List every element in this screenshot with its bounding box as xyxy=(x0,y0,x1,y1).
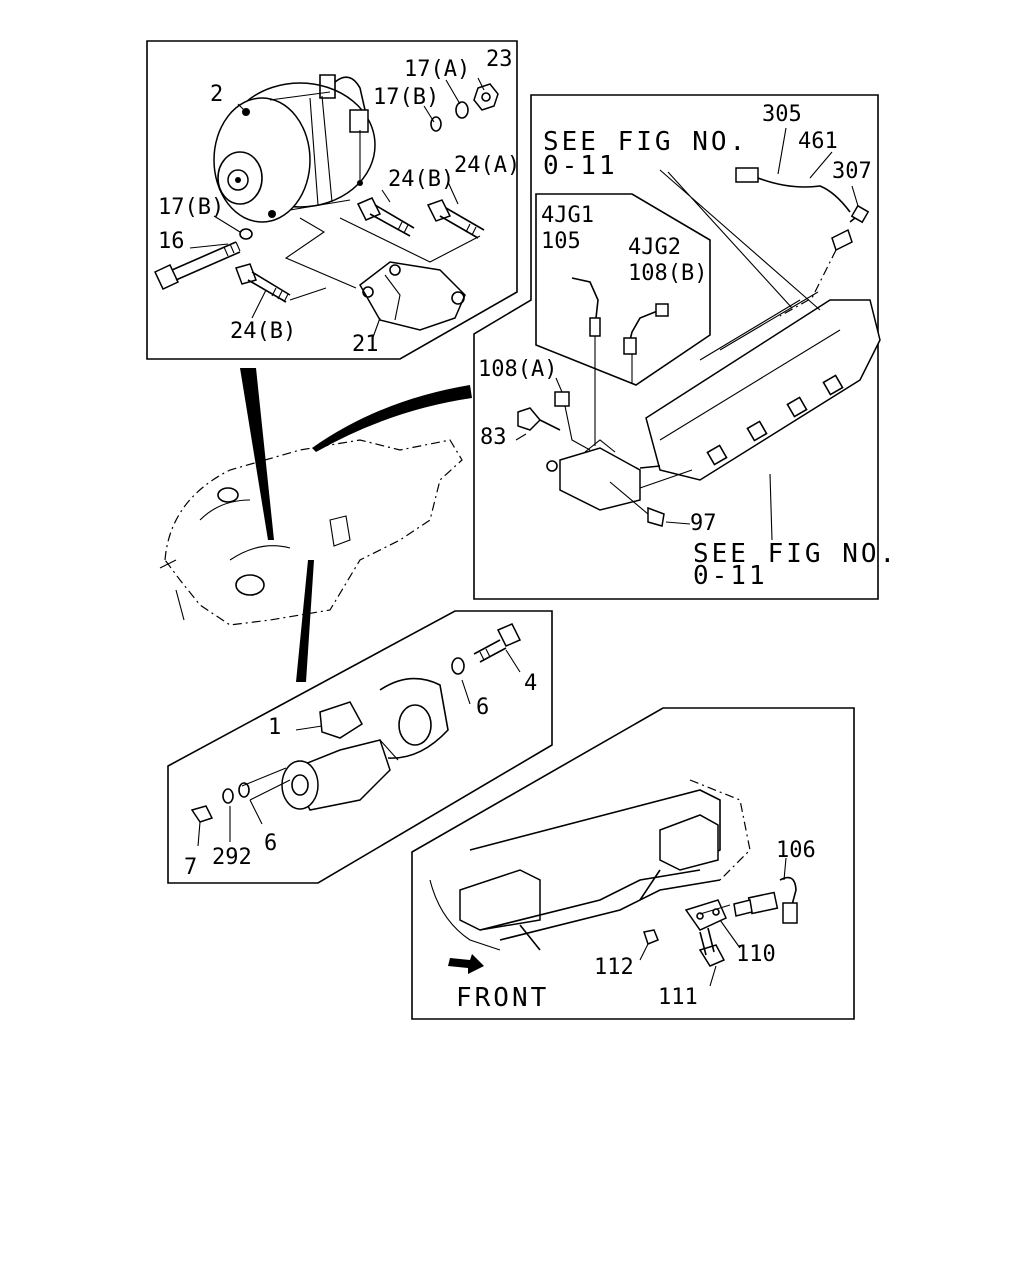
front-label: FRONT xyxy=(456,983,549,1013)
callout-112: 112 xyxy=(594,955,634,980)
callout-17b-left: 17(B) xyxy=(158,195,224,220)
callout-1: 1 xyxy=(268,715,281,740)
callout-97: 97 xyxy=(690,511,717,536)
callout-461: 461 xyxy=(798,129,838,154)
callout-307: 307 xyxy=(832,159,872,184)
label-4jg1: 4JG1 xyxy=(541,203,594,228)
see-fig-top: SEE FIG NO. xyxy=(543,127,748,157)
callout-6-top: 6 xyxy=(476,695,489,720)
bracket-drawing xyxy=(359,261,466,331)
harness-305-drawing xyxy=(757,177,851,213)
see-fig-top-number: 0-11 xyxy=(543,151,618,181)
callout-111: 111 xyxy=(658,985,698,1010)
pump-drawing xyxy=(546,439,661,511)
callout-108b: 108(B) xyxy=(628,261,707,286)
see-fig-bottom: SEE FIG NO. xyxy=(693,539,898,569)
starter-drawing xyxy=(281,677,449,811)
callout-105: 105 xyxy=(541,229,581,254)
sensor-106-drawing xyxy=(733,876,798,924)
see-fig-bottom-number: 0-11 xyxy=(693,561,768,591)
callout-83: 83 xyxy=(480,425,507,450)
callout-17b-top: 17(B) xyxy=(373,85,439,110)
alternator-drawing xyxy=(213,74,376,223)
callout-4: 4 xyxy=(524,671,537,696)
callout-292: 292 xyxy=(212,845,252,870)
sensor-panel: SEE FIG NO. 0-11 305 461 307 4JG1 105 4J… xyxy=(473,94,898,600)
callout-6-bottom: 6 xyxy=(264,831,277,856)
callout-7: 7 xyxy=(184,855,197,880)
callout-17a: 17(A) xyxy=(404,57,470,82)
callout-108a: 108(A) xyxy=(478,357,557,382)
callout-16: 16 xyxy=(158,229,185,254)
callout-21: 21 xyxy=(352,332,379,357)
bolt-drawings xyxy=(154,83,499,303)
engine-overview-drawing xyxy=(159,368,472,682)
variant-subpanel xyxy=(535,193,711,386)
callout-2: 2 xyxy=(210,82,223,107)
starter-panel: 1 4 6 7 292 6 xyxy=(167,610,553,884)
callout-24b-top: 24(B) xyxy=(388,167,454,192)
label-4jg2: 4JG2 xyxy=(628,235,681,260)
frame-drawing xyxy=(429,779,751,951)
frame-panel: 106 112 110 111 FRONT xyxy=(411,707,855,1020)
callout-110: 110 xyxy=(736,942,776,967)
starter-bolts xyxy=(190,623,522,823)
alternator-panel: 2 17(A) 23 17(B) 24(B) 24(A) 17(B) 16 24… xyxy=(146,40,520,360)
callout-305: 305 xyxy=(762,102,802,127)
callout-24a: 24(A) xyxy=(454,153,520,178)
callout-24b-bottom: 24(B) xyxy=(230,319,296,344)
bracket-110-drawing xyxy=(684,899,727,931)
callout-23: 23 xyxy=(486,47,513,72)
callout-106: 106 xyxy=(776,838,816,863)
cylinder-head-drawing xyxy=(645,291,881,481)
